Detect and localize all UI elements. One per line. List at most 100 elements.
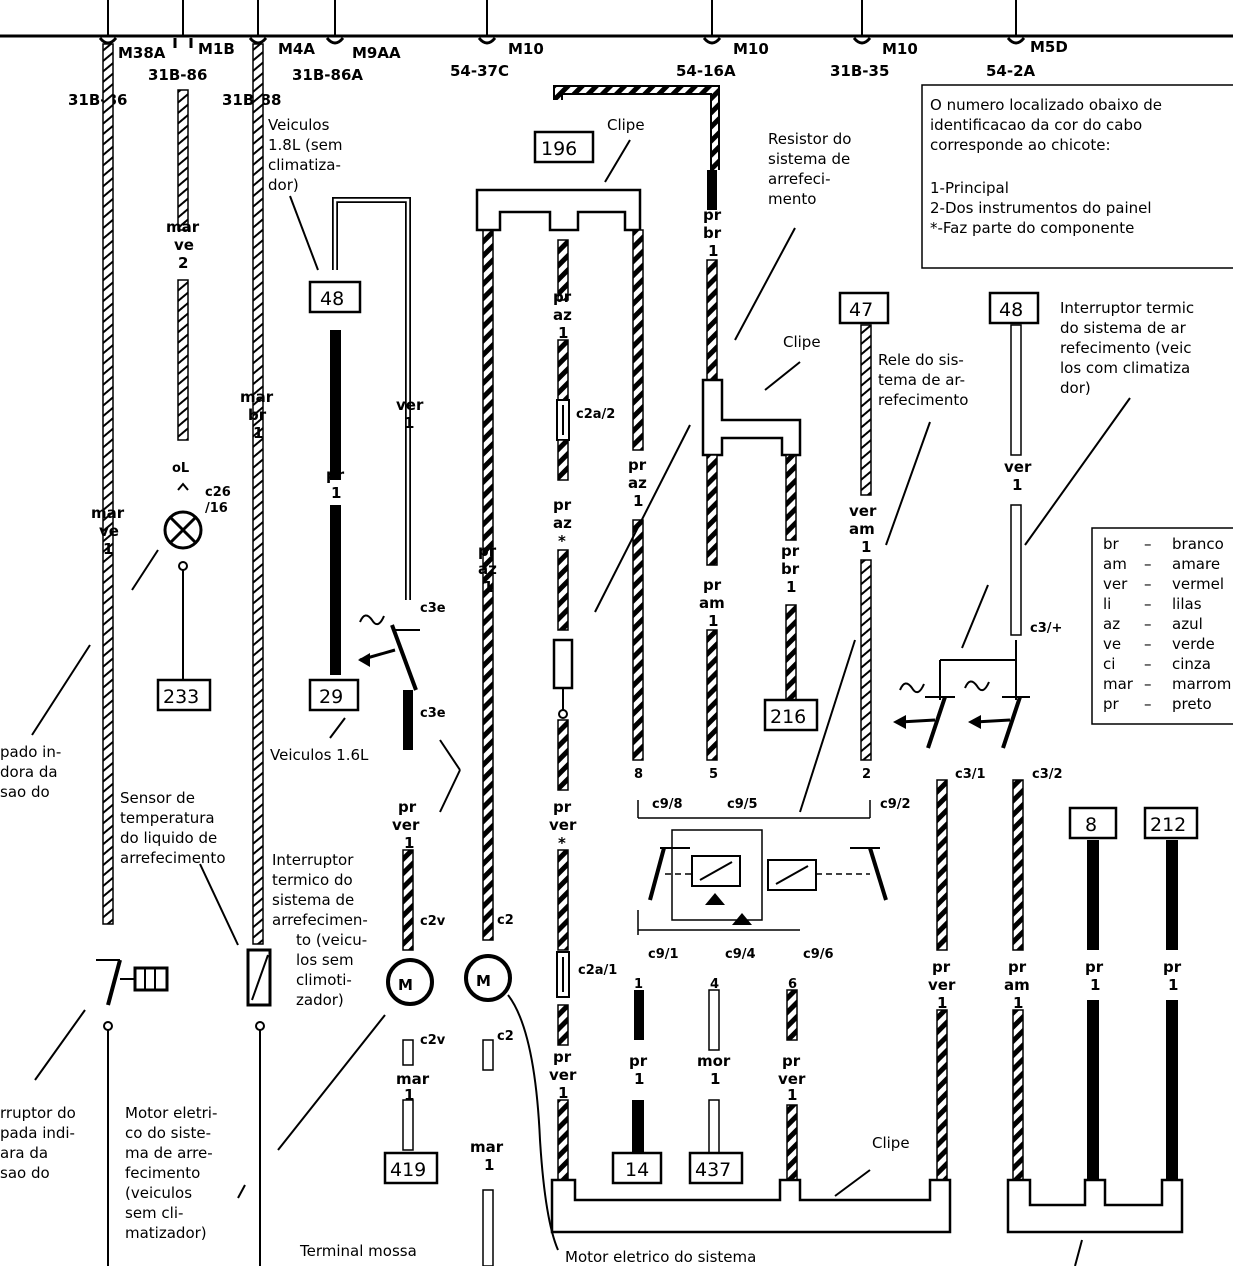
- legend-name: vermel: [1172, 575, 1224, 593]
- svg-text:–: –: [1144, 595, 1152, 613]
- svg-text:1: 1: [331, 484, 341, 502]
- svg-text:pr: pr: [1163, 958, 1182, 976]
- wire-pr-az-2: [557, 239, 569, 301]
- svg-text:Veiculos 1.6L: Veiculos 1.6L: [270, 746, 369, 764]
- svg-text:am: am: [1004, 976, 1030, 994]
- motor-icon: [464, 954, 512, 1002]
- svg-text:los com climatiza: los com climatiza: [1060, 359, 1190, 377]
- svg-text:1: 1: [483, 578, 493, 596]
- svg-text:az: az: [478, 560, 497, 578]
- svg-text:c9/4: c9/4: [725, 947, 756, 962]
- diode-icon: [705, 893, 725, 905]
- svg-text:ver: ver: [849, 502, 877, 520]
- svg-text:zador): zador): [296, 991, 344, 1009]
- svg-text:pado in-: pado in-: [0, 743, 61, 761]
- harness-info-box: O numero localizado obaixo de identifica…: [921, 84, 1233, 269]
- box-48b: 48: [999, 299, 1023, 321]
- svg-text:/16: /16: [205, 501, 228, 516]
- svg-text:sistema de: sistema de: [272, 891, 354, 909]
- wire-ver-am: [860, 324, 872, 496]
- box-48: 48: [320, 288, 344, 310]
- svg-text:c9/6: c9/6: [803, 947, 834, 962]
- svg-text:1.8L (sem: 1.8L (sem: [268, 136, 343, 154]
- svg-text:1: 1: [404, 414, 414, 432]
- svg-text:refecimento: refecimento: [878, 391, 968, 409]
- box-212: 212: [1150, 814, 1186, 836]
- svg-text:c2a/1: c2a/1: [578, 963, 617, 978]
- svg-text:Clipe: Clipe: [872, 1134, 910, 1152]
- svg-text:ver: ver: [778, 1070, 806, 1088]
- svg-text:tema de ar-: tema de ar-: [878, 371, 965, 389]
- svg-text:termico do: termico do: [272, 871, 353, 889]
- legend-abbr: mar: [1103, 675, 1134, 693]
- svg-text:c9/2: c9/2: [880, 797, 911, 812]
- svg-text:mar: mar: [240, 388, 274, 406]
- svg-text:c3/1: c3/1: [955, 767, 986, 782]
- svg-text:1: 1: [484, 1156, 494, 1174]
- svg-text:1: 1: [634, 1070, 644, 1088]
- svg-text:arrefecimen-: arrefecimen-: [272, 911, 368, 929]
- svg-text:1: 1: [253, 424, 263, 442]
- svg-text:sao do: sao do: [0, 1164, 50, 1182]
- legend-name: preto: [1172, 695, 1212, 713]
- wire-pr-am-r: [1012, 779, 1024, 951]
- svg-text:(veiculos: (veiculos: [125, 1184, 192, 1202]
- svg-text:c9/1: c9/1: [648, 947, 679, 962]
- svg-text:–: –: [1144, 555, 1152, 573]
- top-connector-labels: M38A 31B-86 M1B 31B-86 M4A 31B-88 M9AA 3…: [68, 38, 1068, 109]
- wire-ver-2: [1010, 324, 1022, 456]
- svg-text:–: –: [1144, 675, 1152, 693]
- connector-caps: [98, 37, 1026, 48]
- svg-text:Clipe: Clipe: [607, 116, 645, 134]
- wire-mor: [708, 1099, 720, 1156]
- svg-text:1: 1: [786, 578, 796, 596]
- conn-ref: 54-37C: [450, 62, 509, 80]
- svg-text:pr: pr: [628, 456, 647, 474]
- conn-code: M4A: [278, 40, 315, 58]
- wire-loop: [555, 87, 718, 170]
- svg-text:ma de arre-: ma de arre-: [125, 1144, 213, 1162]
- legend-name: azul: [1172, 615, 1203, 633]
- legend-abbr: ver: [1103, 575, 1128, 593]
- legend-abbr: li: [1103, 595, 1111, 613]
- info-line: 2-Dos instrumentos do painel: [930, 199, 1152, 217]
- svg-text:pr: pr: [1085, 958, 1104, 976]
- conn-ref: 31B-86: [148, 66, 207, 84]
- svg-text:mar: mar: [470, 1138, 504, 1156]
- svg-text:–: –: [1144, 655, 1152, 673]
- svg-text:ver: ver: [928, 976, 956, 994]
- wire-pr-br: [706, 259, 718, 381]
- svg-text:1: 1: [103, 540, 113, 558]
- svg-text:pr: pr: [553, 496, 572, 514]
- svg-text:pr: pr: [932, 958, 951, 976]
- svg-text:c3e: c3e: [420, 706, 446, 721]
- svg-text:Sensor de: Sensor de: [120, 789, 195, 807]
- svg-text:am: am: [699, 594, 725, 612]
- svg-text:pr: pr: [629, 1052, 648, 1070]
- svg-text:do sistema de ar: do sistema de ar: [1060, 319, 1187, 337]
- svg-text:dor): dor): [1060, 379, 1091, 397]
- svg-text:pada indi-: pada indi-: [0, 1124, 75, 1142]
- svg-text:–: –: [1144, 695, 1152, 713]
- box-437: 437: [695, 1159, 731, 1181]
- svg-text:c9/5: c9/5: [727, 797, 758, 812]
- svg-text:Interruptor termic: Interruptor termic: [1060, 299, 1194, 317]
- box-14: 14: [625, 1159, 649, 1181]
- info-line: 1-Principal: [930, 179, 1009, 197]
- svg-text:ver: ver: [549, 816, 577, 834]
- svg-text:co do siste-: co do siste-: [125, 1124, 211, 1142]
- info-line: O numero localizado obaixo de: [930, 96, 1162, 114]
- conn-code: M1B: [198, 40, 235, 58]
- pin-labels: oL c26 /16 c3e c3e c2v c2v c2 c2 c2a/2 c…: [172, 407, 1063, 1048]
- svg-text:arrefecimento: arrefecimento: [120, 849, 226, 867]
- wire-pr-ver: [402, 849, 414, 951]
- conn-ref: 31B-86: [68, 91, 127, 109]
- svg-text:1: 1: [861, 538, 871, 556]
- conn-ref: 54-2A: [986, 62, 1036, 80]
- svg-text:1: 1: [634, 977, 643, 992]
- svg-text:Terminal mossa: Terminal mossa: [299, 1242, 417, 1260]
- svg-text:c2: c2: [497, 1029, 514, 1044]
- conn-code: M5D: [1030, 38, 1068, 56]
- svg-text:sistema de: sistema de: [768, 150, 850, 168]
- box-419: 419: [390, 1159, 426, 1181]
